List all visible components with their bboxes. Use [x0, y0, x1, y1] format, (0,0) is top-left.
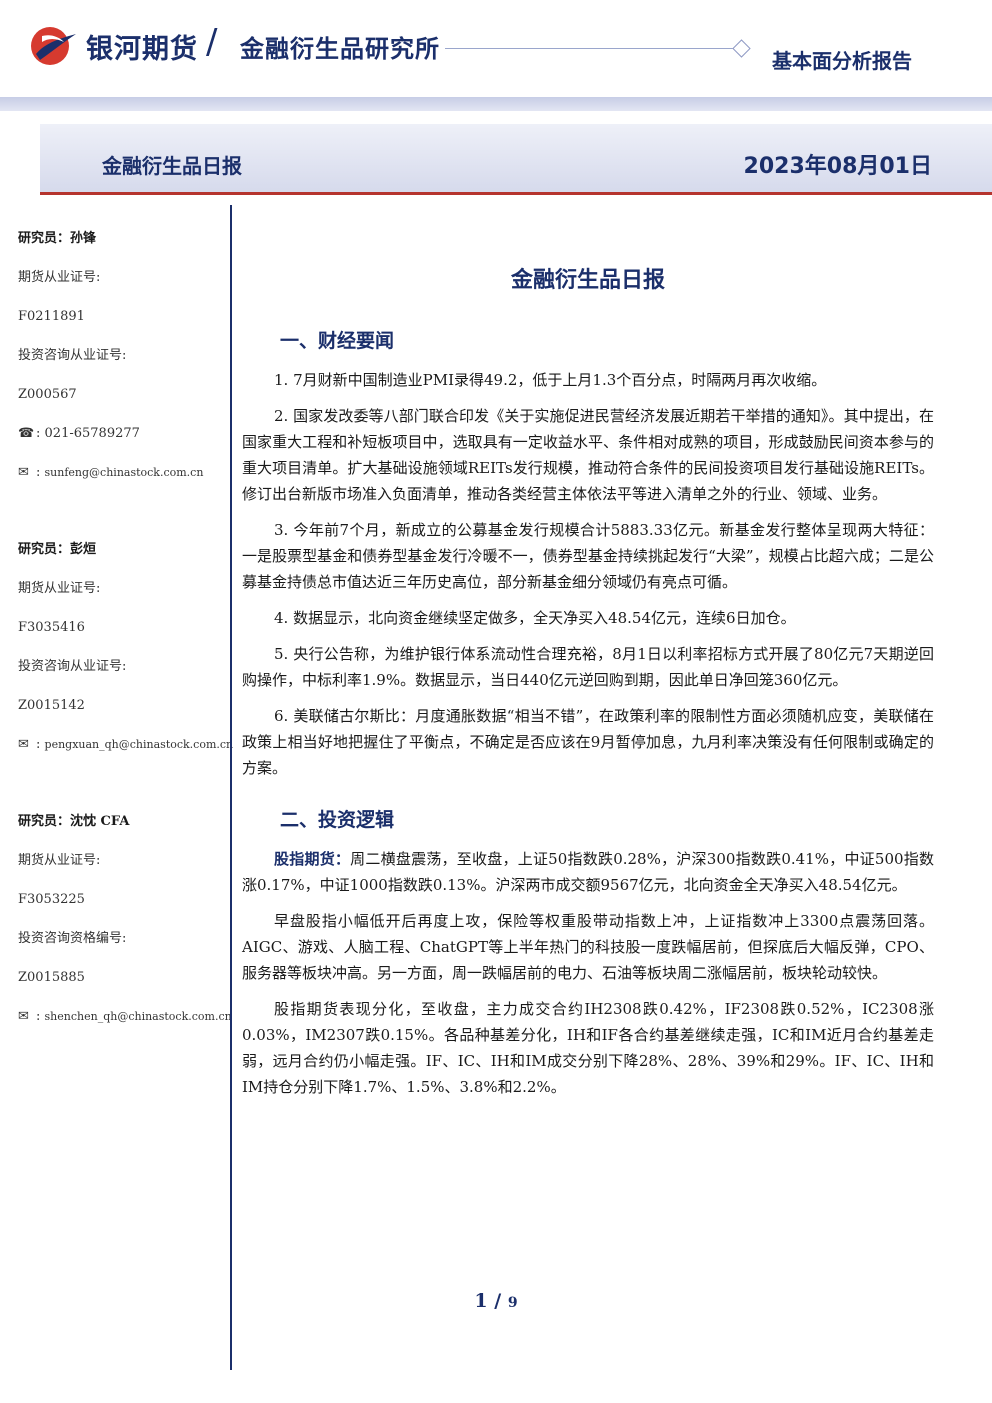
main-content: 金融衍生品日报 一、财经要闻 1. 7月财新中国制造业PMI录得49.2，低于上…	[242, 262, 934, 1110]
page-sep: /	[487, 1290, 508, 1312]
news-item: 6. 美联储古尔斯比：月度通胀数据“相当不错”，在政策利率的限制性方面必须随机应…	[242, 707, 934, 777]
page-number: 1 / 9	[0, 1290, 992, 1312]
news-item: 4. 数据显示，北向资金继续坚定做多，全天净买入48.54亿元，连续6日加仓。	[274, 609, 796, 627]
logic-paragraph: 早盘股指小幅低开后再度上攻，保险等权重股带动指数上冲，上证指数冲上3300点震荡…	[242, 912, 934, 982]
analyst-name: 沈忱 CFA	[70, 814, 130, 829]
header-rule	[445, 48, 735, 49]
news-item: 1. 7月财新中国制造业PMI录得49.2，低于上月1.3个百分点，时隔两月再次…	[274, 371, 827, 389]
lead-text: 周二横盘震荡，至收盘，上证50指数跌0.28%，沪深300指数跌0.41%，中证…	[242, 850, 934, 894]
sidebar-divider	[230, 205, 232, 1370]
consult-label: 投资咨询从业证号:	[18, 659, 127, 674]
analyst-role: 研究员：	[18, 814, 71, 829]
license-number: F3053225	[18, 892, 85, 907]
email-icon: ✉	[18, 737, 29, 752]
consult-number: Z0015885	[18, 970, 85, 985]
analyst-card: 研究员：孙锋 期货从业证号: F0211891 投资咨询从业证号: Z00056…	[18, 222, 228, 495]
license-number: F0211891	[18, 309, 85, 324]
license-label: 期货从业证号:	[18, 581, 101, 596]
lead-label: 股指期货：	[274, 850, 351, 868]
analyst-card: 研究员：彭烜 期货从业证号: F3035416 投资咨询从业证号: Z00151…	[18, 533, 233, 767]
analyst-name: 彭烜	[70, 542, 97, 557]
email-sep: :	[36, 737, 41, 752]
email-sep: :	[36, 1009, 41, 1024]
consult-number: Z000567	[18, 387, 77, 402]
news-item: 5. 央行公告称，为维护银行体系流动性合理充裕，8月1日以利率招标方式开展了80…	[242, 645, 934, 689]
logic-paragraph: 股指期货：周二横盘震荡，至收盘，上证50指数跌0.28%，沪深300指数跌0.4…	[242, 846, 934, 898]
phone-sep: :	[36, 426, 41, 441]
email-link[interactable]: sunfeng@chinastock.com.cn	[44, 466, 204, 479]
email-icon: ✉	[18, 465, 29, 480]
report-date: 2023年08月01日	[743, 154, 932, 179]
main-title: 金融衍生品日报	[510, 268, 665, 293]
consult-label: 投资咨询从业证号:	[18, 348, 127, 363]
title-bar: 金融衍生品日报 2023年08月01日	[40, 124, 992, 195]
header-band	[0, 97, 992, 111]
license-label: 期货从业证号:	[18, 270, 101, 285]
analyst-role: 研究员：	[18, 231, 71, 246]
report-type: 基本面分析报告	[772, 49, 912, 73]
analyst-role: 研究员：	[18, 542, 71, 557]
diamond-icon	[732, 39, 751, 58]
email-icon: ✉	[18, 1009, 29, 1024]
consult-number: Z0015142	[18, 698, 85, 713]
phone-number: 021-65789277	[44, 426, 140, 441]
report-title: 金融衍生品日报	[102, 154, 242, 178]
section-heading-logic: 二、投资逻辑	[280, 809, 395, 831]
page-current: 1	[474, 1290, 488, 1312]
email-link[interactable]: pengxuan_qh@chinastock.com.cn	[44, 738, 234, 751]
page-total: 9	[507, 1295, 518, 1311]
consult-label: 投资咨询资格编号:	[18, 931, 127, 946]
license-number: F3035416	[18, 620, 85, 635]
section-heading-news: 一、财经要闻	[280, 330, 395, 352]
institute-name: 金融衍生品研究所	[240, 35, 440, 63]
phone-icon: ☎	[18, 426, 35, 441]
license-label: 期货从业证号:	[18, 853, 101, 868]
brand-name: 银河期货	[86, 34, 198, 65]
logic-paragraph: 股指期货表现分化，至收盘，主力成交合约IH2308跌0.42%，IF2308跌0…	[242, 1000, 934, 1096]
email-sep: :	[36, 465, 41, 480]
analyst-name: 孙锋	[70, 231, 97, 246]
brand-slash: /	[206, 22, 218, 62]
news-item: 3. 今年前7个月，新成立的公募基金发行规模合计5883.33亿元。新基金发行整…	[242, 521, 934, 591]
analyst-card: 研究员：沈忱 CFA 期货从业证号: F3053225 投资咨询资格编号: Z0…	[18, 805, 232, 1039]
email-link[interactable]: shenchen_qh@chinastock.com.cn	[44, 1010, 232, 1023]
news-item: 2. 国家发改委等八部门联合印发《关于实施促进民营经济发展近期若干举措的通知》。…	[242, 407, 934, 503]
galaxy-logo-icon	[31, 27, 76, 65]
analyst-sidebar: 研究员：孙锋 期货从业证号: F0211891 投资咨询从业证号: Z00056…	[18, 222, 233, 1039]
